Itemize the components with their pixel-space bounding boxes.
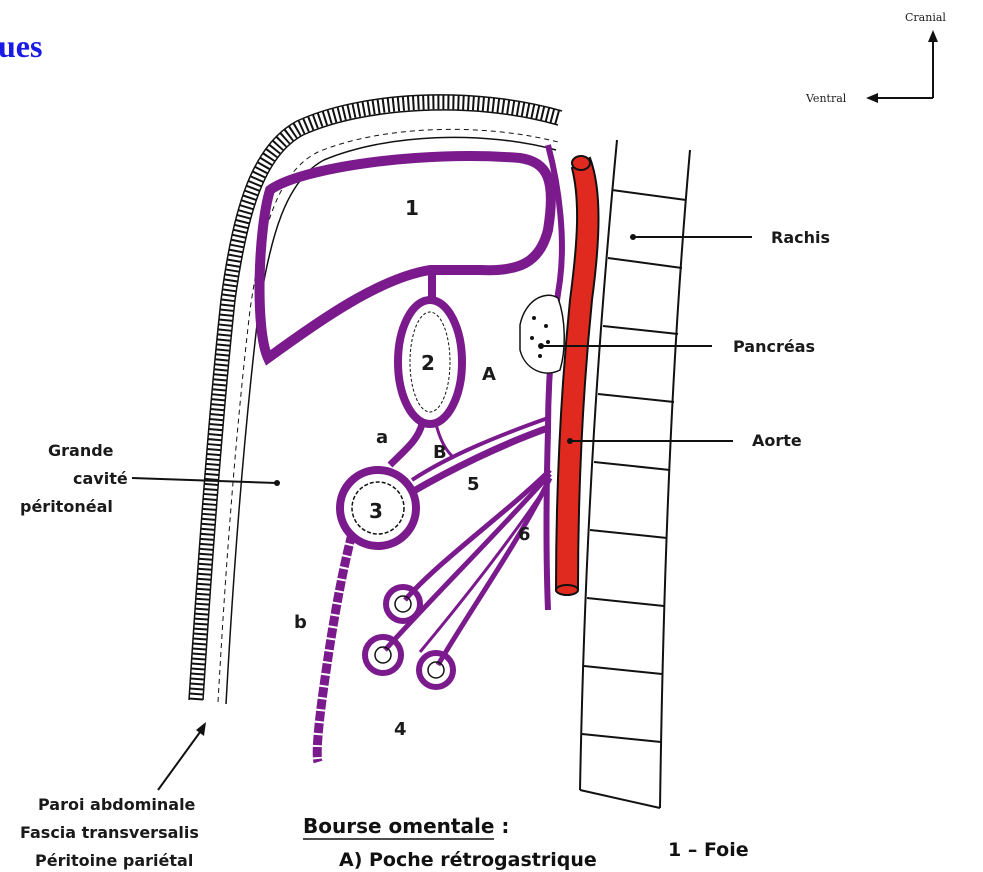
small-bowel-mesentery bbox=[385, 470, 550, 665]
stomach bbox=[398, 270, 462, 424]
greater-omentum bbox=[317, 534, 352, 762]
ventral-arrowhead-icon bbox=[866, 93, 878, 103]
label-5: 5 bbox=[467, 474, 480, 495]
pancreas bbox=[520, 295, 564, 373]
legend-item-A: A) Poche rétrogastrique bbox=[339, 849, 597, 871]
omentum-a bbox=[390, 424, 422, 465]
orientation-indicator: Cranial Ventral bbox=[805, 11, 946, 105]
rachis-label: Rachis bbox=[771, 228, 830, 247]
ventral-label: Ventral bbox=[805, 92, 847, 105]
paroi-line3: Péritoine pariétal bbox=[35, 851, 193, 870]
abdominal-wall bbox=[189, 95, 562, 704]
grande-cavite-line1: Grande bbox=[48, 441, 114, 460]
cranial-arrowhead-icon bbox=[928, 30, 938, 42]
small-bowel-loops bbox=[365, 587, 453, 687]
grande-cavite-line2: cavité bbox=[73, 469, 128, 488]
label-B: B bbox=[433, 442, 447, 463]
legend-item-1: 1 – Foie bbox=[668, 839, 749, 861]
label-4: 4 bbox=[394, 719, 407, 740]
cranial-label: Cranial bbox=[905, 11, 946, 24]
label-2: 2 bbox=[421, 351, 435, 375]
legend-title: Bourse omentale : bbox=[303, 814, 509, 838]
callout-aorte: Aorte bbox=[567, 431, 802, 450]
callout-paroi: Paroi abdominale Fascia transversalis Pé… bbox=[20, 722, 206, 870]
aorte-label: Aorte bbox=[752, 431, 802, 450]
label-A: A bbox=[482, 364, 496, 385]
label-1: 1 bbox=[405, 196, 419, 220]
paroi-line2: Fascia transversalis bbox=[20, 823, 199, 842]
callout-rachis: Rachis bbox=[630, 228, 830, 247]
label-6: 6 bbox=[518, 524, 531, 545]
label-a: a bbox=[376, 427, 388, 448]
pancreas-label: Pancréas bbox=[733, 337, 815, 356]
paroi-line1: Paroi abdominale bbox=[38, 795, 196, 814]
legend: Bourse omentale : A) Poche rétrogastriqu… bbox=[303, 814, 749, 871]
grande-cavite-line3: péritonéal bbox=[20, 497, 113, 516]
label-3: 3 bbox=[369, 499, 383, 523]
label-b: b bbox=[294, 612, 307, 633]
